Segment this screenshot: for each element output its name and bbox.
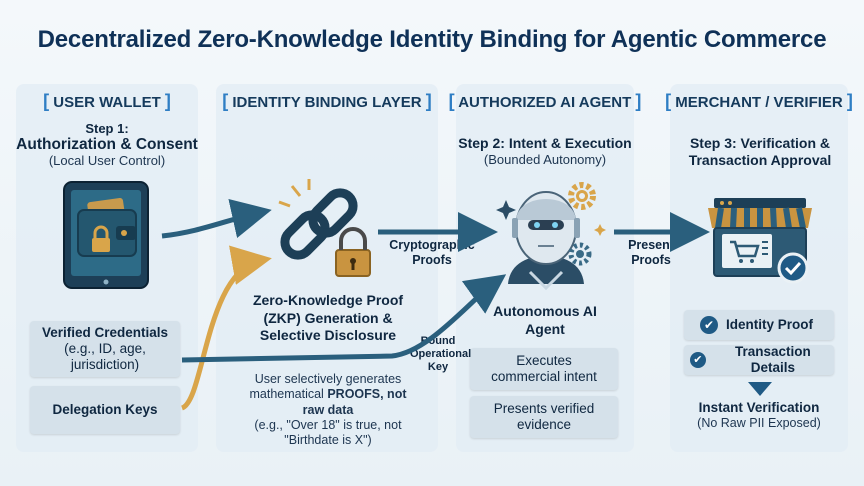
verified-credentials-box: Verified Credentials (e.g., ID, age, jur… (30, 321, 180, 377)
agent-step-note: (Bounded Autonomy) (483, 152, 607, 167)
merchant-step-title: Step 3: Verification & Transaction Appro… (688, 135, 832, 168)
credentials-note: (e.g., ID, age, jurisdiction) (64, 340, 146, 373)
bound-key-label: Bound Operational Key (410, 335, 472, 374)
zkp-desc-line1: User selectively generates mathematical (249, 372, 402, 402)
transaction-details-box: ✔ Transaction Details (684, 343, 834, 375)
binding-header: [ IDENTITY BINDING LAYER ] (222, 91, 432, 111)
page-title: Decentralized Zero-Knowledge Identity Bi… (37, 26, 827, 53)
agent-step-title: Step 2: Intent & Execution (458, 135, 632, 151)
credentials-title: Verified Credentials (41, 324, 169, 340)
agent-header: [ AUTHORIZED AI AGENT ] (448, 91, 642, 111)
transaction-check-icon: ✔ (690, 352, 706, 368)
present-proofs-label: Present Proofs (628, 238, 674, 267)
transaction-details-label: Transaction Details (735, 343, 811, 375)
wallet-header: [ USER WALLET ] (43, 91, 171, 111)
instant-verification-note: (No Raw PII Exposed) (697, 416, 821, 430)
identity-proof-box: ✔ Identity Proof (684, 310, 834, 340)
wallet-step-note: (Local User Control) (48, 153, 166, 168)
executes-intent-box: Executes commercial intent (470, 348, 618, 390)
agent-label: Autonomous AI Agent (493, 303, 597, 337)
crypto-proofs-label: Cryptographic Proofs (389, 238, 475, 267)
zkp-description: User selectively generates mathematical … (238, 372, 418, 448)
wallet-step-title: Authorization & Consent (16, 136, 198, 153)
zkp-desc-bold: PROOFS, not raw data (302, 387, 407, 417)
presents-evidence-box: Presents verified evidence (470, 396, 618, 438)
wallet-step-label: Step 1: (85, 121, 129, 136)
delegation-keys-box: Delegation Keys (30, 386, 180, 434)
merchant-header: [ MERCHANT / VERIFIER ] (665, 91, 853, 111)
identity-proof-label: Identity Proof (726, 316, 813, 332)
zkp-title: Zero-Knowledge Proof (ZKP) Generation & … (252, 292, 404, 343)
zkp-desc-example: (e.g., "Over 18" is true, not "Birthdate… (254, 417, 402, 447)
identity-check-icon: ✔ (700, 316, 718, 334)
instant-verification-title: Instant Verification (698, 400, 820, 415)
